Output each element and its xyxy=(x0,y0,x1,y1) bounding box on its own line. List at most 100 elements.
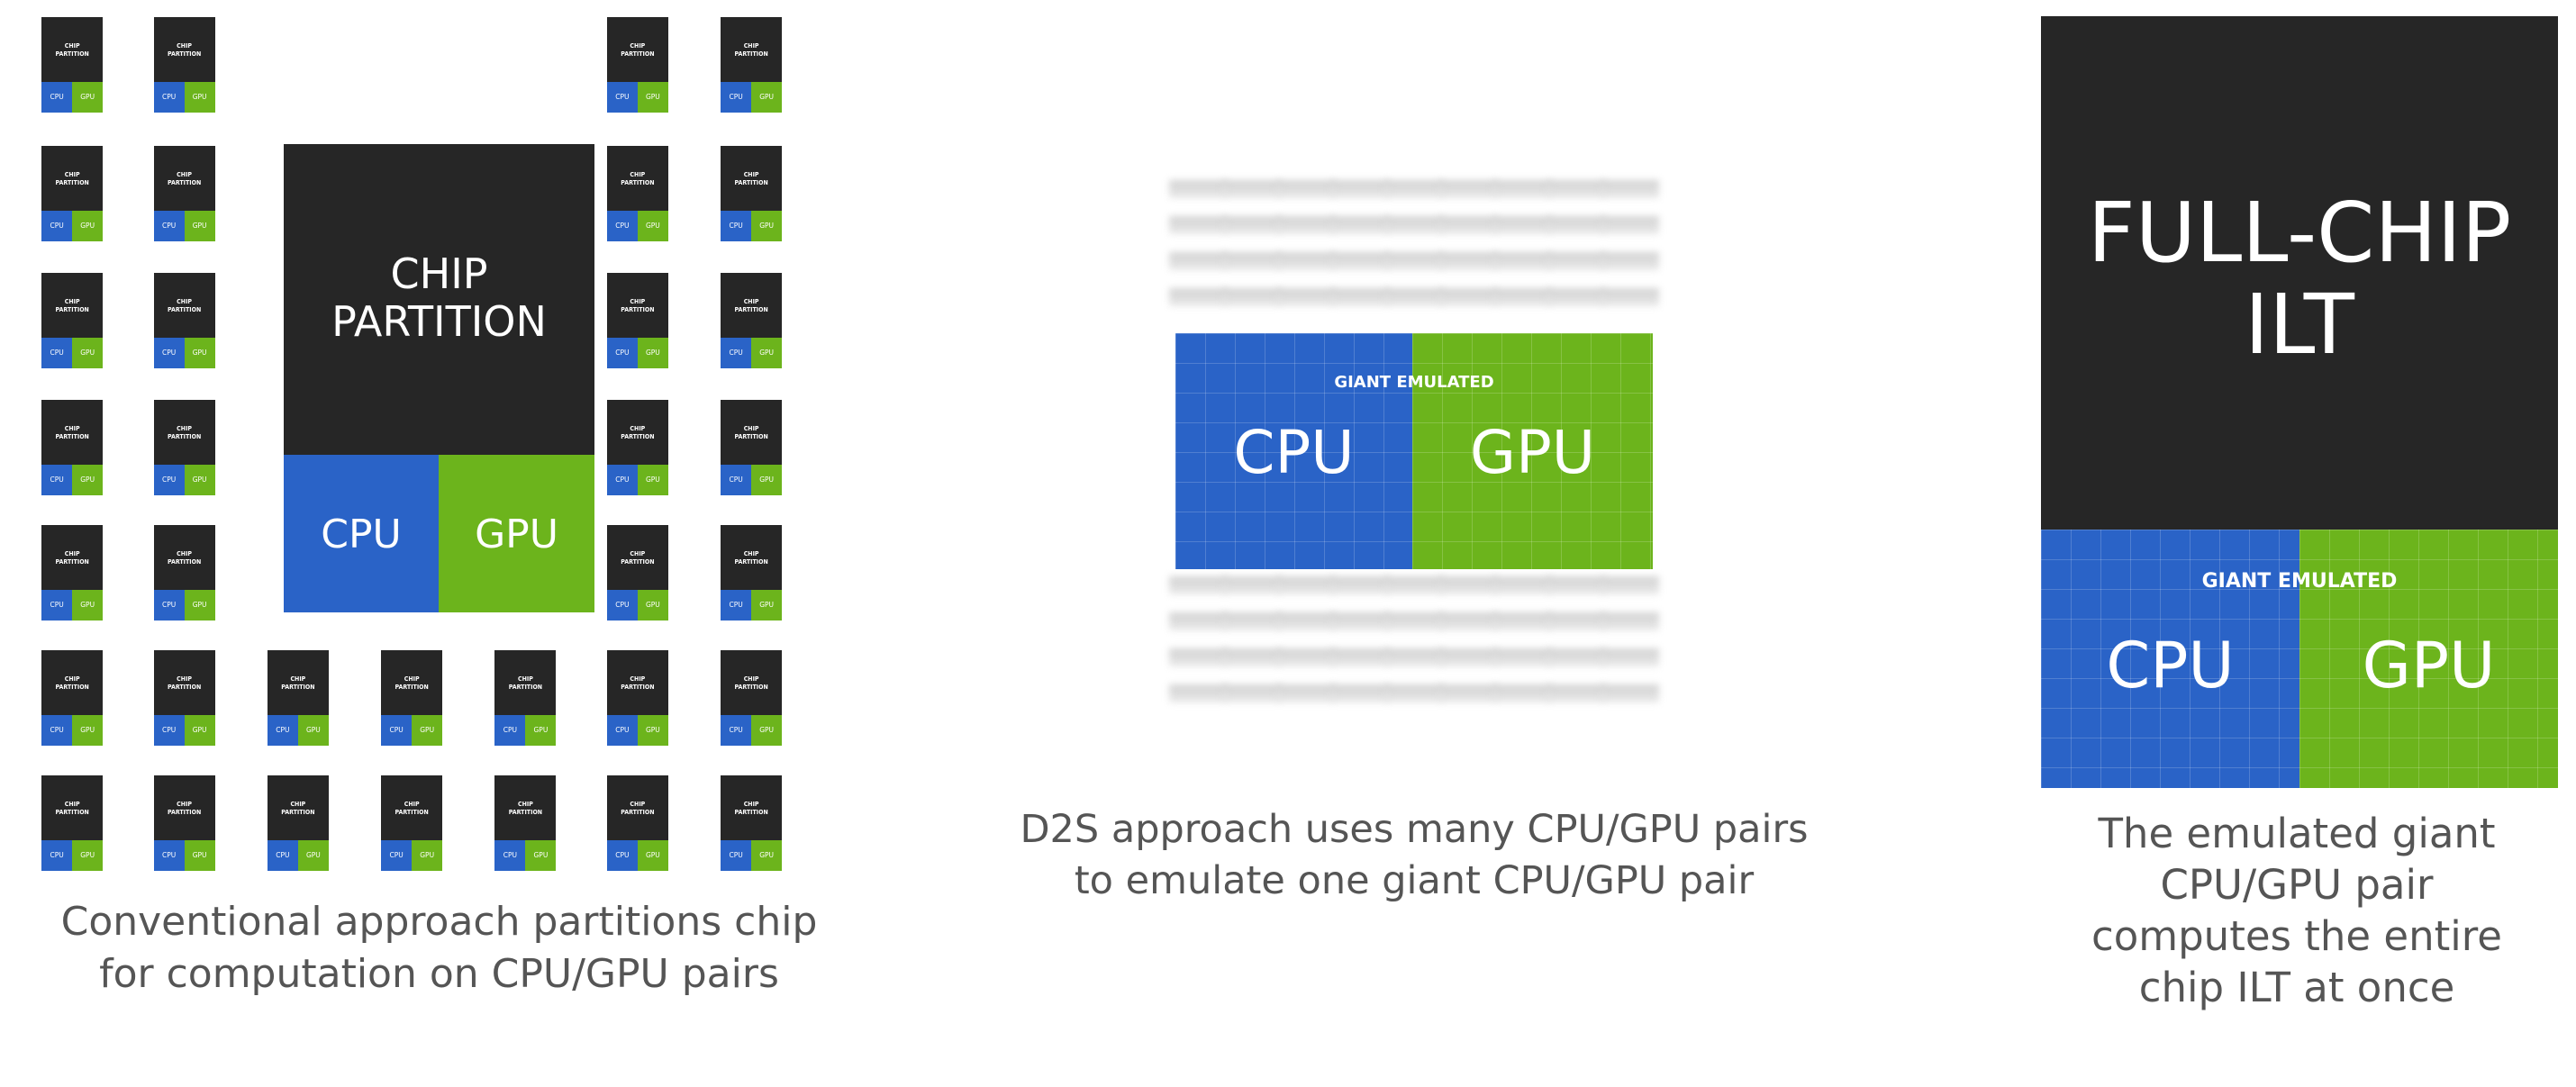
full-chip-title-area: FULL-CHIP ILT xyxy=(2041,16,2558,530)
small-chip-cpu-label: CPU xyxy=(276,725,290,734)
small-chip-title-line2: PARTITION xyxy=(621,808,655,816)
right-cpu-label: CPU xyxy=(2106,629,2235,702)
small-chip-cpu-label: CPU xyxy=(50,600,64,609)
small-chip-cpu-block: CPU xyxy=(153,337,185,368)
small-chip-title-line1: CHIP xyxy=(630,800,646,808)
small-chip-gpu-block: GPU xyxy=(412,839,443,871)
small-chip-gpu-label: GPU xyxy=(192,92,207,101)
small-chip-title-line2: PARTITION xyxy=(55,50,89,58)
small-chip-cpu-block: CPU xyxy=(606,464,638,495)
small-chip-cpu-block: CPU xyxy=(41,714,73,746)
small-chip-cpu-label: CPU xyxy=(729,850,743,859)
small-chip-gpu-block: GPU xyxy=(184,589,215,620)
blurred-chip xyxy=(1547,684,1605,702)
small-chip-gpu-block: GPU xyxy=(637,464,668,495)
small-chip-gpu-label: GPU xyxy=(80,221,95,230)
small-chip-title-line1: CHIP xyxy=(517,675,533,683)
small-chip-gpu-label: GPU xyxy=(645,475,660,484)
small-chip-cpu-block: CPU xyxy=(606,589,638,620)
small-chip-gpu-label: GPU xyxy=(759,92,775,101)
blurred-chip xyxy=(1601,180,1659,198)
small-chip-cpu-block: CPU xyxy=(721,210,752,241)
full-chip-title-line1: FULL-CHIP xyxy=(2087,185,2512,281)
small-chip-title-line1: CHIP xyxy=(64,800,80,808)
blurred-chip xyxy=(1331,180,1389,198)
blurred-chip-array xyxy=(1135,162,1711,738)
large-chip-title-area: CHIP PARTITION xyxy=(284,144,594,455)
small-chip-cpu-block: CPU xyxy=(153,210,185,241)
blurred-chip xyxy=(1439,216,1497,234)
small-chip-title-line1: CHIP xyxy=(64,41,80,50)
small-chip-title-line2: PARTITION xyxy=(621,557,655,566)
blurred-chip xyxy=(1547,180,1605,198)
left-caption-line2: for computation on CPU/GPU pairs xyxy=(99,951,779,997)
blurred-chip xyxy=(1601,288,1659,306)
large-chip-cpu-label: CPU xyxy=(321,512,402,557)
small-chip-gpu-label: GPU xyxy=(645,221,660,230)
small-chip-title-line2: PARTITION xyxy=(621,178,655,186)
small-chip-cpu-block: CPU xyxy=(721,337,752,368)
small-chip-cpu-label: CPU xyxy=(50,92,64,101)
small-chip-title-line2: PARTITION xyxy=(508,808,543,816)
small-chip-title-line1: CHIP xyxy=(630,170,646,178)
small-chip-title-line1: CHIP xyxy=(743,424,759,432)
small-chip-cpu-label: CPU xyxy=(389,725,404,734)
small-chip-cpu-label: CPU xyxy=(161,348,177,357)
small-chip-cpu-block: CPU xyxy=(494,714,526,746)
small-chip-cpu-block: CPU xyxy=(153,81,185,113)
small-chip-cpu-block: CPU xyxy=(41,81,73,113)
small-chip-gpu-block: GPU xyxy=(72,464,104,495)
small-chip-gpu-label: GPU xyxy=(759,850,775,859)
blurred-chip xyxy=(1439,180,1497,198)
small-chip-gpu-block: GPU xyxy=(184,337,215,368)
blurred-chip xyxy=(1547,216,1605,234)
small-chip-gpu-block: GPU xyxy=(72,337,104,368)
blurred-chip xyxy=(1223,216,1281,234)
blurred-chip xyxy=(1547,252,1605,270)
small-chip-gpu-label: GPU xyxy=(80,600,95,609)
small-chip-title-line1: CHIP xyxy=(630,41,646,50)
blurred-chip xyxy=(1547,648,1605,666)
small-chip-gpu-label: GPU xyxy=(645,92,660,101)
small-chip-title-line1: CHIP xyxy=(743,549,759,557)
small-chip-gpu-label: GPU xyxy=(80,348,95,357)
small-chip-gpu-label: GPU xyxy=(645,725,660,734)
small-chip-gpu-label: GPU xyxy=(759,600,775,609)
blurred-chip xyxy=(1493,648,1551,666)
full-chip-ilt-tile: FULL-CHIP ILT GIANT EMULATED CPU GPU xyxy=(2041,16,2558,788)
small-chip-title-line2: PARTITION xyxy=(395,808,429,816)
small-chip-title-line2: PARTITION xyxy=(167,432,202,440)
small-chip-cpu-label: CPU xyxy=(276,850,290,859)
small-chip-title-line1: CHIP xyxy=(64,297,80,305)
small-chip-gpu-label: GPU xyxy=(192,725,207,734)
small-chip-cpu-label: CPU xyxy=(615,475,630,484)
blurred-chip xyxy=(1277,216,1335,234)
blurred-chip xyxy=(1223,648,1281,666)
blurred-chip xyxy=(1169,612,1227,630)
small-chip-gpu-block: GPU xyxy=(637,589,668,620)
large-chip-cpu-block: CPU xyxy=(284,455,439,612)
small-chip-cpu-label: CPU xyxy=(615,92,630,101)
small-chip-gpu-label: GPU xyxy=(80,725,95,734)
blurred-chip xyxy=(1601,252,1659,270)
small-chip-gpu-label: GPU xyxy=(645,348,660,357)
small-chip-title-line1: CHIP xyxy=(404,800,420,808)
small-chip-title-line1: CHIP xyxy=(630,549,646,557)
small-chip-cpu-block: CPU xyxy=(381,839,413,871)
right-caption-line4: chip ILT at once xyxy=(2138,964,2455,1011)
